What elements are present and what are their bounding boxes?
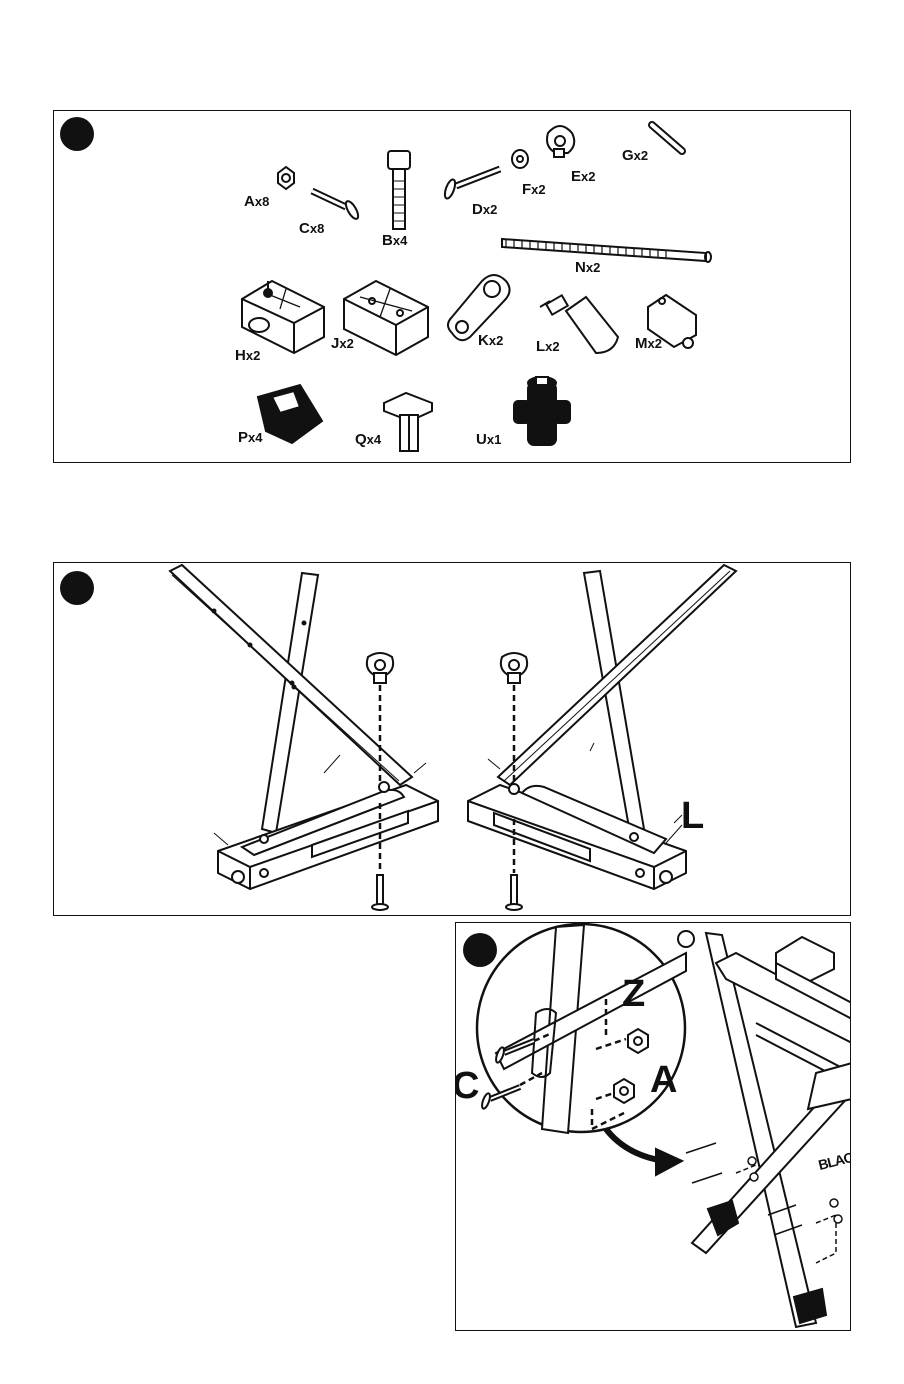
right-wing-nut-icon (501, 653, 527, 683)
part-u-socket-icon (514, 377, 570, 445)
knob-icon (678, 931, 694, 947)
part-q-clip-icon (384, 393, 432, 451)
leg-assembly-panel: L (53, 562, 851, 916)
right-bolt-icon (506, 875, 522, 910)
part-label-d: Dx2 (472, 201, 497, 218)
brace-assembly-panel: Z C A BLAC (455, 922, 851, 1331)
label-z: Z (622, 975, 645, 1013)
part-d-bolt-icon (443, 169, 500, 200)
parts-illustration (54, 111, 852, 464)
part-c-bolt-icon (312, 191, 360, 221)
part-p-foot-icon (258, 385, 322, 443)
brace-assembly-illustration (456, 923, 851, 1331)
part-b-bolt-icon (388, 151, 410, 229)
part-h-block-icon (242, 281, 324, 353)
part-label-l: Lx2 (536, 338, 560, 355)
detail-nut-bottom-icon (614, 1079, 634, 1103)
detail-nut-top-icon (628, 1029, 648, 1053)
part-label-c: Cx8 (299, 220, 324, 237)
part-label-k: Kx2 (478, 332, 503, 349)
part-j-block-icon (344, 281, 428, 355)
label-c: C (455, 1067, 479, 1105)
part-label-p: Px4 (238, 429, 262, 446)
part-label-m: Mx2 (635, 335, 662, 352)
part-label-h: Hx2 (235, 347, 260, 364)
part-label-g: Gx2 (622, 147, 648, 164)
part-label-j: Jx2 (331, 335, 354, 352)
leg-assembly-illustration (54, 563, 852, 917)
left-bolt-icon (372, 875, 388, 910)
part-a-nut-icon (278, 167, 294, 189)
left-leg-assembly (170, 565, 438, 889)
part-n-rod-icon (502, 239, 711, 262)
left-wing-nut-icon (367, 653, 393, 683)
part-label-n: Nx2 (575, 259, 600, 276)
label-l: L (681, 797, 704, 835)
part-label-e: Ex2 (571, 168, 595, 185)
part-label-u: Ux1 (476, 431, 501, 448)
label-a: A (650, 1061, 677, 1099)
part-label-f: Fx2 (522, 181, 546, 198)
part-label-a: Ax8 (244, 193, 269, 210)
part-f-washer-icon (512, 150, 528, 168)
part-label-q: Qx4 (355, 431, 381, 448)
part-k-lever-icon (448, 275, 510, 340)
parts-panel: Ax8 Cx8 Bx4 Dx2 Fx2 Ex2 Gx2 Nx2 Hx2 Jx2 … (53, 110, 851, 463)
part-g-pin-icon (652, 125, 682, 151)
right-leg-assembly (468, 565, 736, 889)
part-label-b: Bx4 (382, 232, 407, 249)
part-e-wing-icon (547, 126, 574, 157)
